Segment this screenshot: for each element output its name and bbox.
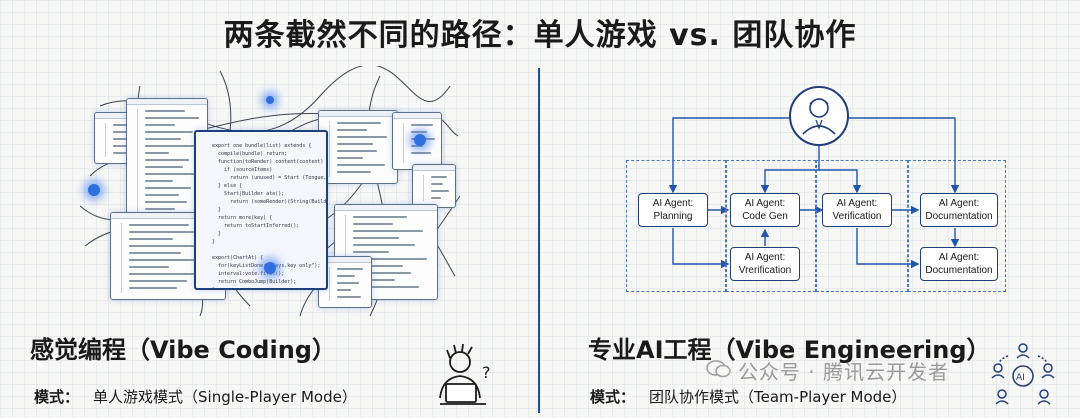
right-section-label: 专业AI工程（Vibe Engineering）	[588, 336, 991, 364]
svg-text:AI: AI	[1016, 373, 1025, 383]
code-snippet: export one bundle(list) extends { compil…	[212, 143, 327, 290]
watermark: 公众号 · 腾讯云开发者	[738, 360, 950, 384]
code-window	[334, 204, 438, 300]
svg-text:?: ?	[482, 363, 491, 382]
right-mode: 模式：团队协作模式（Team-Player Mode）	[590, 388, 907, 406]
glow-node	[266, 96, 274, 104]
lane-frame	[726, 160, 816, 292]
code-window	[412, 164, 456, 208]
lane-frame	[626, 160, 726, 292]
workflow-connectors	[668, 117, 960, 269]
glow-node	[88, 184, 100, 196]
vibe-engineering-diagram: AI Agent:Planning AI Agent:Code Gen AI A…	[618, 66, 1060, 322]
team-ai-icon: AI	[991, 343, 1055, 405]
agent-node: AI Agent:Vrerification	[730, 247, 800, 281]
lane-frame	[816, 160, 908, 292]
code-window	[318, 110, 398, 184]
page-title: 两条截然不同的路径：单人游戏 vs. 团队协作	[223, 18, 857, 53]
left-section-label: 感觉编程（Vibe Coding）	[30, 336, 336, 364]
glow-node	[264, 262, 276, 274]
main-code-window: export one bundle(list) extends { compil…	[194, 130, 328, 290]
left-mode: 模式：单人游戏模式（Single-Player Mode）	[34, 388, 357, 406]
solo-coder-icon: ?	[439, 343, 491, 405]
agent-node: AI Agent:Documentation	[920, 247, 998, 281]
glow-node	[414, 134, 426, 146]
user-avatar-icon	[789, 86, 849, 146]
agent-node: AI Agent:Code Gen	[730, 193, 800, 227]
agent-node: AI Agent:Documentation	[920, 193, 998, 227]
agent-node: AI Agent:Verification	[822, 193, 892, 227]
agent-node: AI Agent:Planning	[638, 193, 708, 227]
vibe-coding-illustration: export one bundle(list) extends { compil…	[80, 66, 460, 322]
lane-frame	[908, 160, 1006, 292]
center-divider	[538, 68, 540, 413]
wechat-icon	[706, 360, 731, 378]
